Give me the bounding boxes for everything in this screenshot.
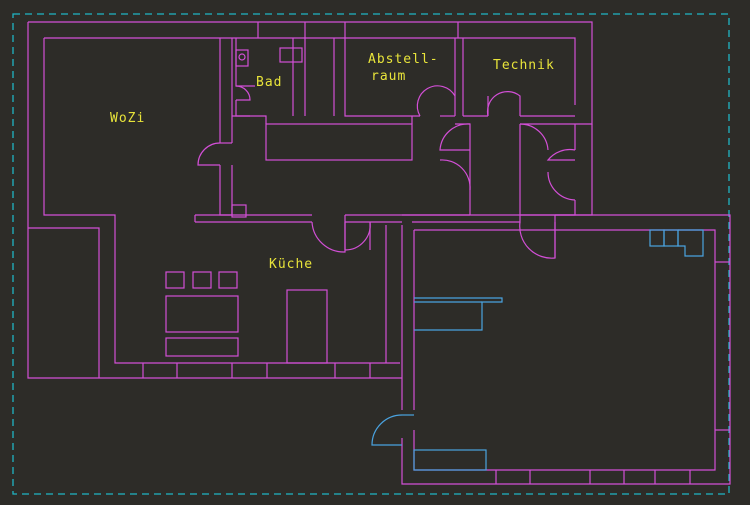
room-label-abstellraum-2: raum [371, 69, 406, 84]
main-house-walls [27, 21, 593, 379]
right-annex-walls [401, 214, 731, 485]
site-boundary [12, 13, 730, 495]
room-label-kueche: Küche [269, 257, 313, 272]
room-label-abstellraum-1: Abstell- [368, 52, 439, 67]
entrance-door [371, 414, 414, 446]
room-label-wozi: WoZi [110, 111, 145, 126]
room-label-technik: Technik [493, 58, 555, 73]
room-label-bad: Bad [256, 75, 282, 90]
annex-fixtures [413, 229, 704, 471]
door-swings [197, 85, 576, 259]
